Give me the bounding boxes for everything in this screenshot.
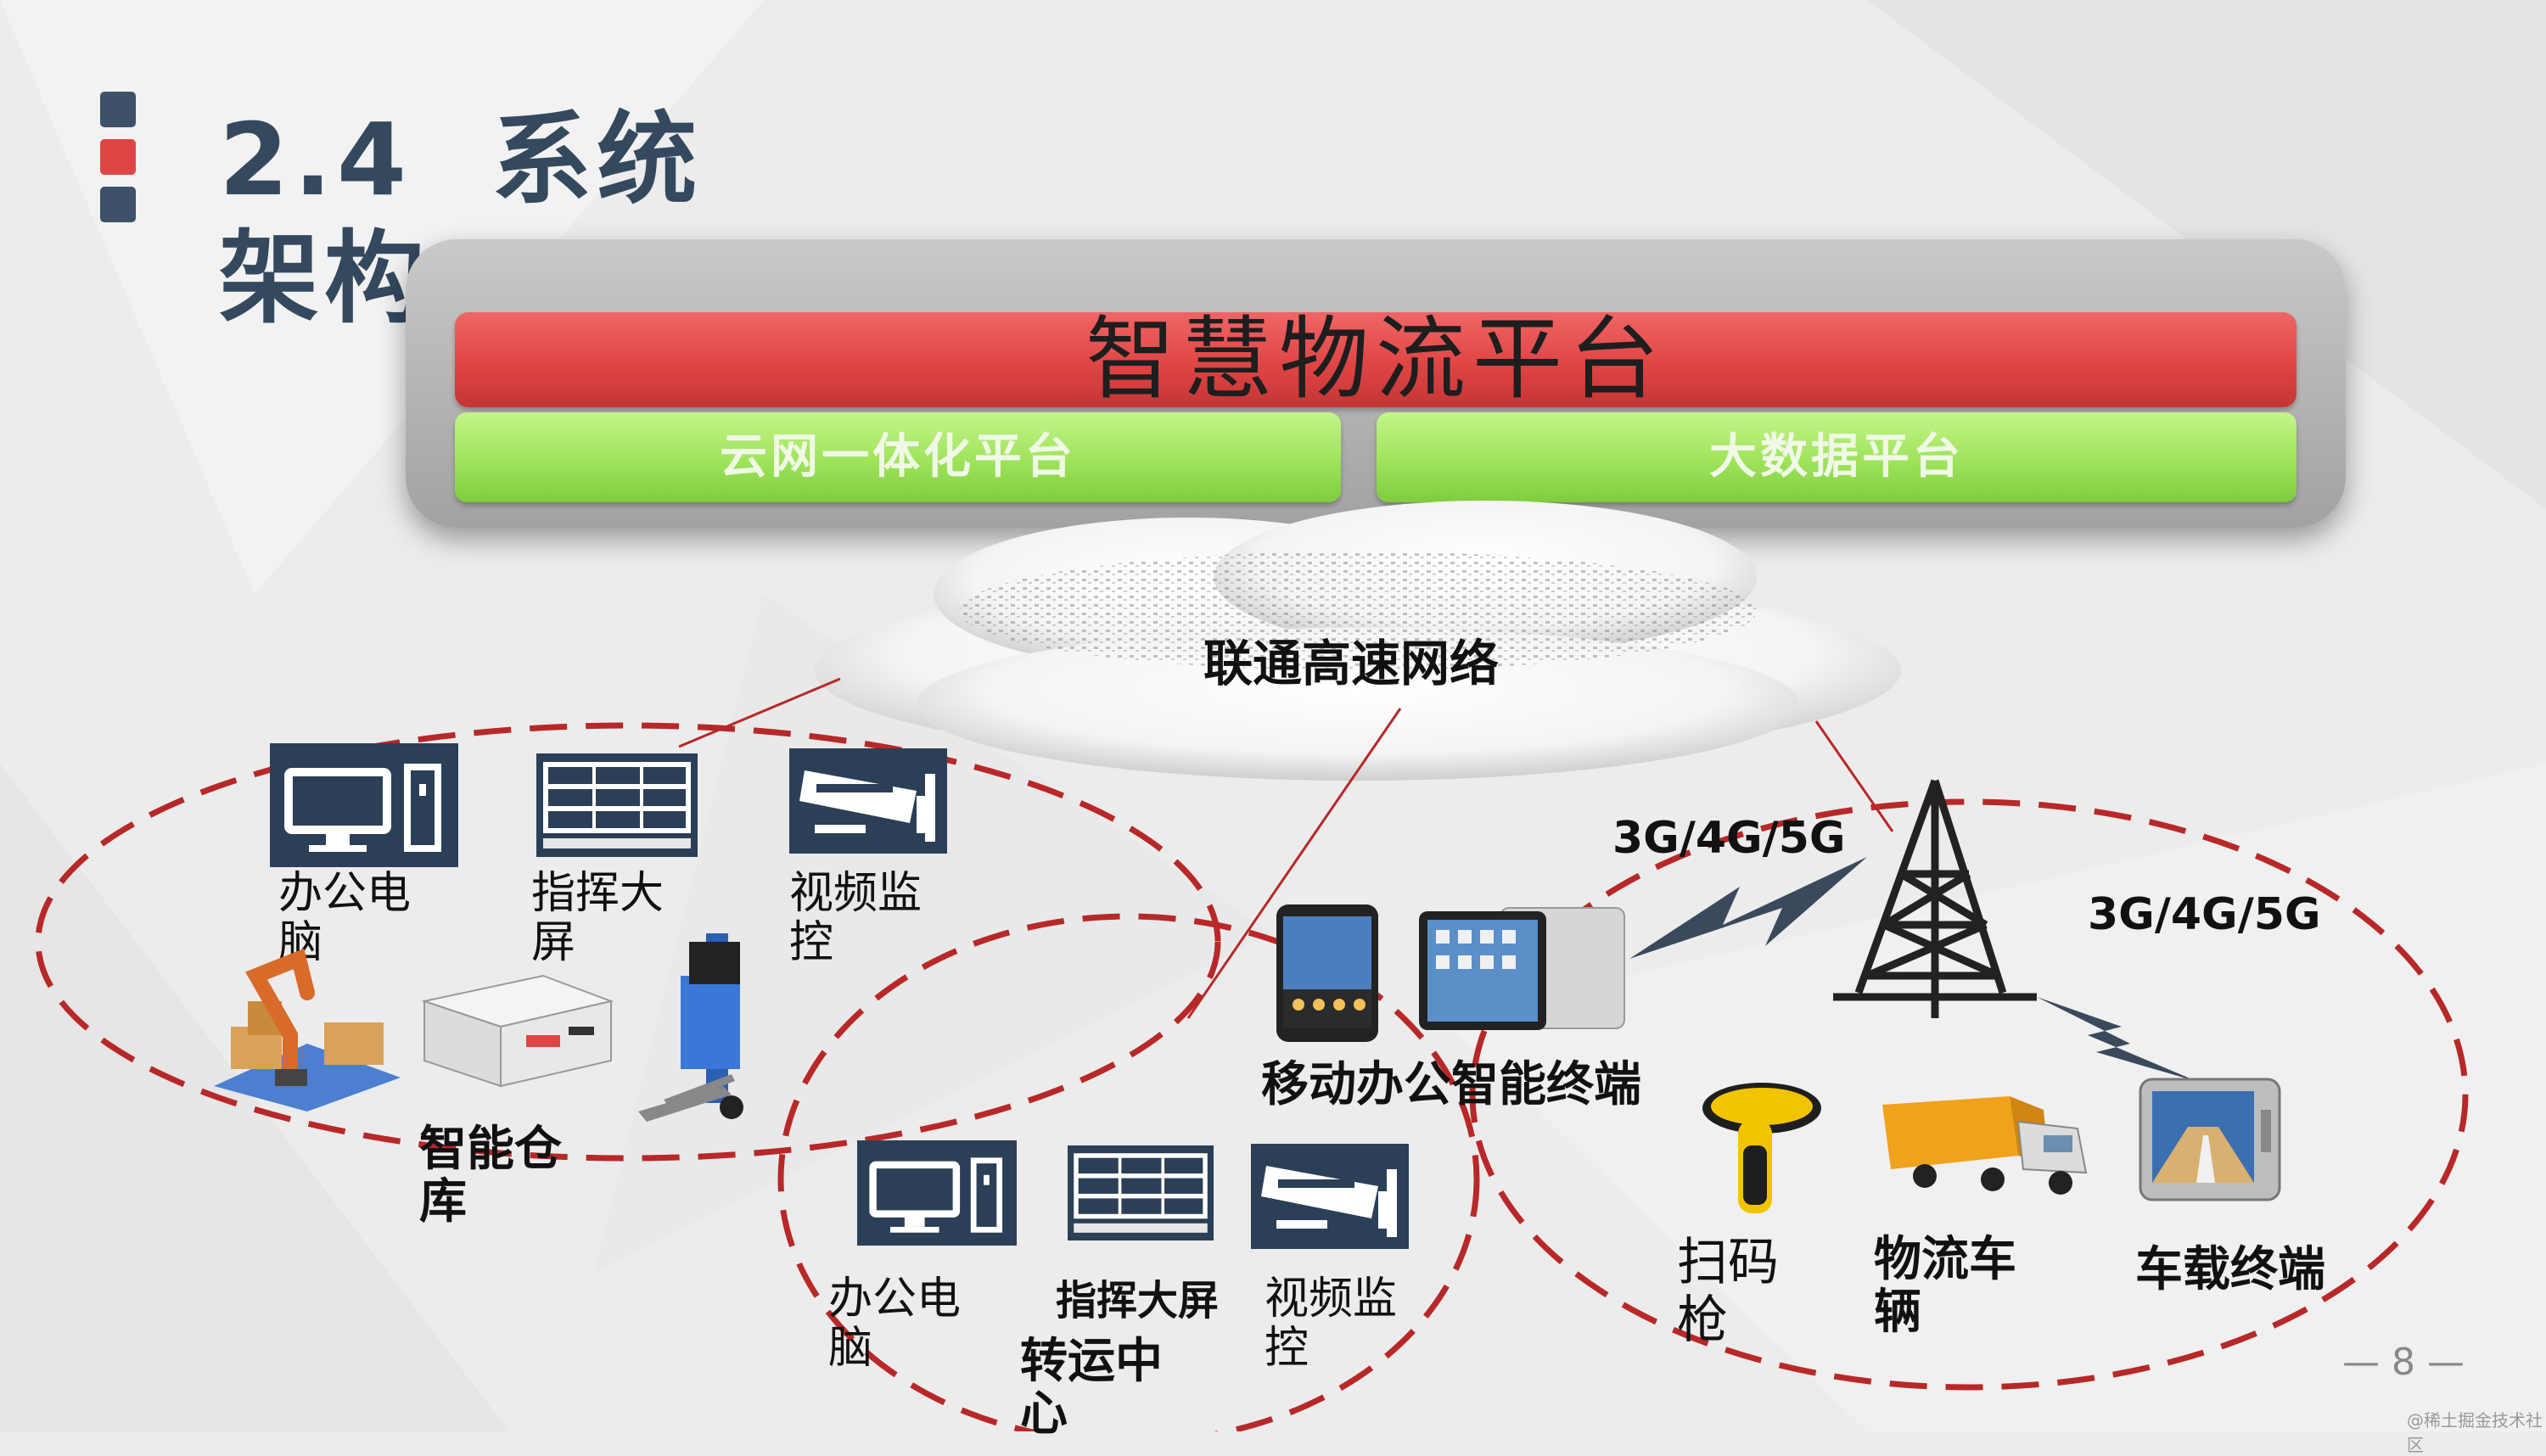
- slide-title: 2.4 系统架构: [219, 100, 745, 338]
- transfer-group-label: 转运中心: [1020, 1334, 1163, 1442]
- forklift-icon: [630, 925, 765, 1128]
- big-data-platform-bar: 大数据平台: [1377, 412, 2296, 502]
- title-square-bottom: [100, 187, 136, 222]
- transfer-device-label-screen: 指挥大屏: [1056, 1277, 1220, 1324]
- agv-robot-icon: [416, 967, 620, 1095]
- monitor-icon: [270, 743, 458, 867]
- signal-label-right: 3G/4G/5G: [2088, 889, 2321, 940]
- title-square-middle: [100, 139, 136, 175]
- display-wall-icon: [1068, 1145, 1214, 1240]
- gps-navigator-icon: [2137, 1076, 2283, 1203]
- monitor-icon: [857, 1140, 1017, 1246]
- mobile-group-label: 移动办公智能终端: [1261, 1057, 1641, 1112]
- tablet-icon: [1416, 904, 1628, 1032]
- section-title: 系统架构: [219, 101, 703, 337]
- mobile-device-label-truck: 物流车辆: [1874, 1232, 2016, 1340]
- cloud-network-platform-bar: 云网一体化平台: [455, 412, 1341, 502]
- warehouse-group-label: 智能仓库: [419, 1122, 562, 1229]
- signal-label-left: 3G/4G/5G: [1612, 813, 1846, 864]
- lightning-bolt-left: [1629, 857, 1867, 959]
- warehouse-device-label-cctv: 视频监控: [789, 868, 923, 968]
- barcode-scanner-icon: [1694, 1078, 1821, 1222]
- transfer-device-label-pc: 办公电脑: [828, 1274, 962, 1374]
- robot-arm-icon: [205, 942, 409, 1112]
- smartphone-icon: [1276, 904, 1378, 1042]
- cctv-camera-icon: [1251, 1144, 1409, 1249]
- cctv-camera-icon: [789, 748, 947, 854]
- display-wall-icon: [536, 753, 698, 857]
- warehouse-device-label-pc: 办公电脑: [278, 868, 412, 968]
- section-number: 2.4: [219, 101, 412, 218]
- smart-logistics-platform-bar: 智慧物流平台: [455, 312, 2296, 407]
- signal-tower: [1833, 779, 2037, 1018]
- title-square-top: [100, 92, 136, 127]
- mobile-device-label-scanner: 扫码枪: [1677, 1233, 1779, 1350]
- transfer-device-label-cctv: 视频监控: [1265, 1274, 1398, 1374]
- network-label: 联通高速网络: [1203, 635, 1500, 692]
- page-number: — 8 —: [2342, 1341, 2465, 1384]
- cloud-shape: [815, 501, 1901, 781]
- logistics-truck-icon: [1874, 1088, 2095, 1198]
- watermark: @稀土掘金技术社区: [2407, 1410, 2543, 1455]
- warehouse-device-label-screen: 指挥大屏: [531, 868, 665, 968]
- lightning-bolt-right: [2037, 997, 2198, 1082]
- mobile-device-label-gps: 车载终端: [2135, 1242, 2325, 1297]
